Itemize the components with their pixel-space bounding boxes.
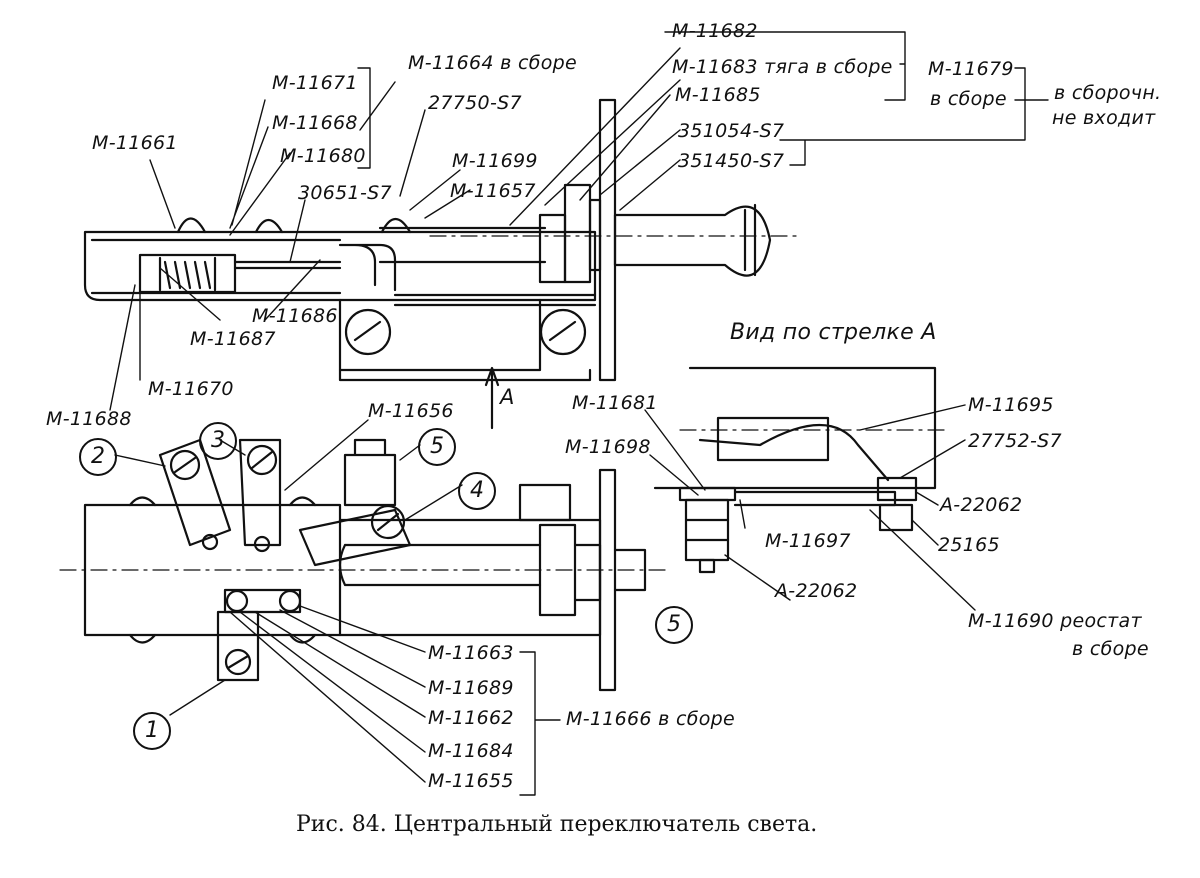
callout-3: 3: [199, 422, 237, 460]
label-m11680: М-11680: [280, 145, 366, 167]
label-25165: 25165: [938, 534, 1000, 556]
label-30651: 30651-S7: [298, 182, 392, 204]
label-m11686: М-11686: [252, 305, 338, 327]
label-view-a: Вид по стрелке А: [730, 320, 937, 345]
label-m11683: М-11683 тяга в сборе: [672, 56, 893, 78]
label-m11681: М-11681: [572, 392, 658, 414]
bottom-housing: [59, 438, 666, 692]
view-a: [653, 366, 951, 574]
label-m11668: М-11668: [272, 112, 358, 134]
label-27750: 27750-S7: [428, 92, 522, 114]
label-a22062-bottom: А-22062: [775, 580, 858, 602]
label-m11690-assembly: в сборе: [1072, 638, 1149, 660]
label-m11679: М-11679: [928, 58, 1014, 80]
label-m11684: М-11684: [428, 740, 514, 762]
terminals: [158, 438, 282, 553]
label-m11685: М-11685: [675, 84, 761, 106]
label-a22062-top: А-22062: [940, 494, 1023, 516]
label-m11666: М-11666 в сборе: [566, 708, 736, 730]
label-not-included-2: не входит: [1052, 107, 1156, 129]
label-m11679-assembly: в сборе: [930, 88, 1007, 110]
label-m11697: М-11697: [765, 530, 851, 552]
callout-2: 2: [79, 438, 117, 476]
label-m11690: М-11690 реостат: [968, 610, 1142, 632]
label-351450: 351450-S7: [678, 150, 785, 172]
callout-5-top: 5: [418, 428, 456, 466]
callout-4: 4: [458, 472, 496, 510]
leader-lines: [109, 31, 1049, 796]
top-knob: [429, 98, 801, 382]
label-arrow-a: А: [500, 385, 515, 409]
label-m11699: М-11699: [452, 150, 538, 172]
label-m11661: М-11661: [92, 132, 178, 154]
label-m11698: М-11698: [565, 436, 651, 458]
label-m11671: М-11671: [272, 72, 358, 94]
top-housing: [83, 217, 597, 382]
bottom-linkage: [216, 588, 302, 682]
callout-5-right: 5: [655, 606, 693, 644]
view-arrow: [484, 366, 500, 430]
label-not-included-1: в сборочн.: [1054, 82, 1162, 104]
label-m11664: М-11664 в сборе: [408, 52, 578, 74]
figure-caption: Рис. 84. Центральный переключатель света…: [296, 812, 818, 837]
callout-1: 1: [133, 712, 171, 750]
label-m11655: М-11655: [428, 770, 514, 792]
label-m11670: М-11670: [148, 378, 234, 400]
label-m11662: М-11662: [428, 707, 514, 729]
label-351054: 351054-S7: [678, 120, 785, 142]
label-m11687: М-11687: [190, 328, 276, 350]
label-m11682: М-11682: [672, 20, 758, 42]
label-m11656: М-11656: [368, 400, 454, 422]
label-m11689: М-11689: [428, 677, 514, 699]
label-m11663: М-11663: [428, 642, 514, 664]
label-27752: 27752-S7: [968, 430, 1062, 452]
label-m11695: М-11695: [968, 394, 1054, 416]
label-m11688: М-11688: [46, 408, 132, 430]
label-m11657: М-11657: [450, 180, 536, 202]
